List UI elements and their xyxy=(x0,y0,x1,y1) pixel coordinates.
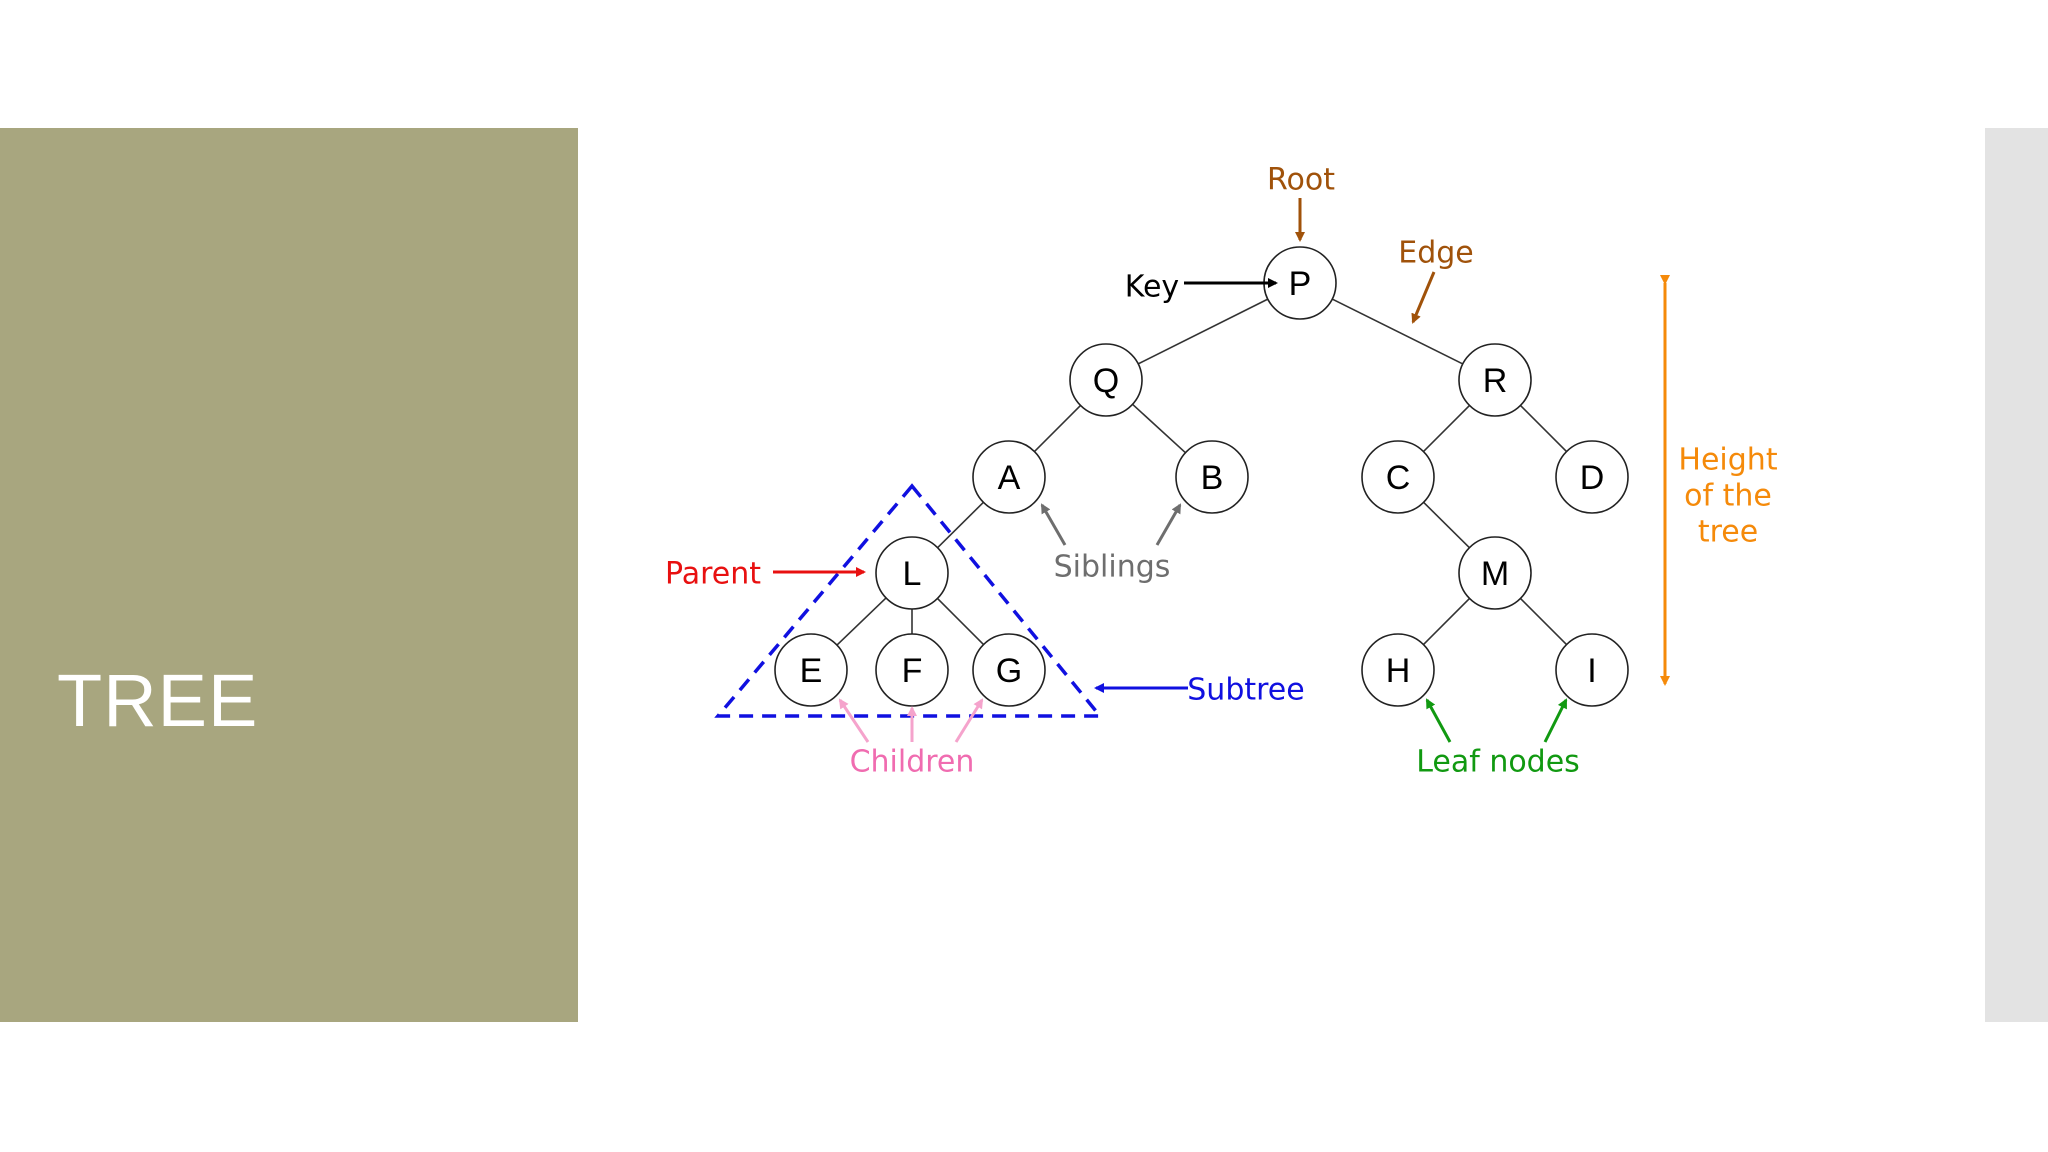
node-c-circle xyxy=(1361,440,1435,514)
edge-arrow xyxy=(1411,271,1436,324)
node-g-circle xyxy=(972,633,1046,707)
siblings-arrow-left xyxy=(1040,503,1067,546)
height-label-line1: Height xyxy=(1678,443,1777,478)
tree-edges xyxy=(836,298,1568,646)
node-g-label: G xyxy=(996,652,1022,690)
node-l-circle xyxy=(875,536,949,610)
subtree-triangle xyxy=(714,483,1104,718)
node-q-circle xyxy=(1069,343,1143,417)
node-h-label: H xyxy=(1386,652,1411,690)
node-e-circle xyxy=(774,633,848,707)
node-i: I xyxy=(1555,633,1629,707)
edge-l-e xyxy=(836,597,887,646)
parent-label: Parent xyxy=(665,557,761,592)
node-a: A xyxy=(972,440,1046,514)
children-arrow-left xyxy=(838,698,870,743)
node-r-circle xyxy=(1458,343,1532,417)
children-arrow-right xyxy=(954,698,984,743)
edge-r-d xyxy=(1519,404,1568,453)
edge-label: Edge xyxy=(1398,236,1474,271)
node-d: D xyxy=(1555,440,1629,514)
node-c-label: C xyxy=(1386,459,1411,497)
node-d-circle xyxy=(1555,440,1629,514)
node-r: R xyxy=(1458,343,1532,417)
edge-a-l xyxy=(937,501,984,549)
subtree-label: Subtree xyxy=(1187,673,1304,708)
leaf-arrow-left xyxy=(1425,698,1452,743)
leaf-nodes-label: Leaf nodes xyxy=(1416,745,1580,780)
edge-p-q xyxy=(1137,298,1269,365)
node-c: C xyxy=(1361,440,1435,514)
node-m-circle xyxy=(1458,536,1532,610)
children-label: Children xyxy=(850,745,975,780)
node-b: B xyxy=(1175,440,1249,514)
node-h-circle xyxy=(1361,633,1435,707)
node-h: H xyxy=(1361,633,1435,707)
node-q-label: Q xyxy=(1093,362,1119,400)
node-m-label: M xyxy=(1481,555,1509,593)
node-f-label: F xyxy=(902,652,923,690)
node-e-label: E xyxy=(800,652,823,690)
node-a-circle xyxy=(972,440,1046,514)
height-label-line2: of the xyxy=(1684,479,1772,514)
node-l: L xyxy=(875,536,949,610)
node-m: M xyxy=(1458,536,1532,610)
node-q: Q xyxy=(1069,343,1143,417)
siblings-label: Siblings xyxy=(1054,550,1171,585)
edge-m-i xyxy=(1519,597,1568,646)
edge-l-g xyxy=(936,597,985,646)
node-p: P xyxy=(1263,246,1337,320)
node-i-circle xyxy=(1555,633,1629,707)
leaf-arrow-right xyxy=(1543,698,1568,743)
height-label-line3: tree xyxy=(1698,515,1758,550)
edge-m-h xyxy=(1422,597,1471,646)
edge-q-b xyxy=(1132,403,1186,454)
title-panel: TREE xyxy=(0,128,578,1022)
edge-r-c xyxy=(1422,404,1471,453)
edge-p-r xyxy=(1331,298,1464,365)
node-e: E xyxy=(774,633,848,707)
node-f: F xyxy=(875,633,949,707)
right-edge-strip xyxy=(1985,128,2048,1022)
tree-nodes: P Q R A B C D L M E F G H I xyxy=(774,246,1629,707)
node-p-label: P xyxy=(1289,265,1312,303)
slide-title: TREE xyxy=(57,659,259,742)
node-g: G xyxy=(972,633,1046,707)
node-d-label: D xyxy=(1580,459,1605,497)
node-b-label: B xyxy=(1201,459,1224,497)
node-i-label: I xyxy=(1587,652,1596,690)
edge-q-a xyxy=(1033,404,1082,453)
node-a-label: A xyxy=(998,459,1021,497)
root-label: Root xyxy=(1267,163,1335,198)
edge-c-m xyxy=(1423,501,1470,549)
key-label: Key xyxy=(1125,270,1179,305)
siblings-arrow-right xyxy=(1155,503,1182,546)
node-r-label: R xyxy=(1483,362,1508,400)
node-l-label: L xyxy=(903,555,922,593)
node-b-circle xyxy=(1175,440,1249,514)
